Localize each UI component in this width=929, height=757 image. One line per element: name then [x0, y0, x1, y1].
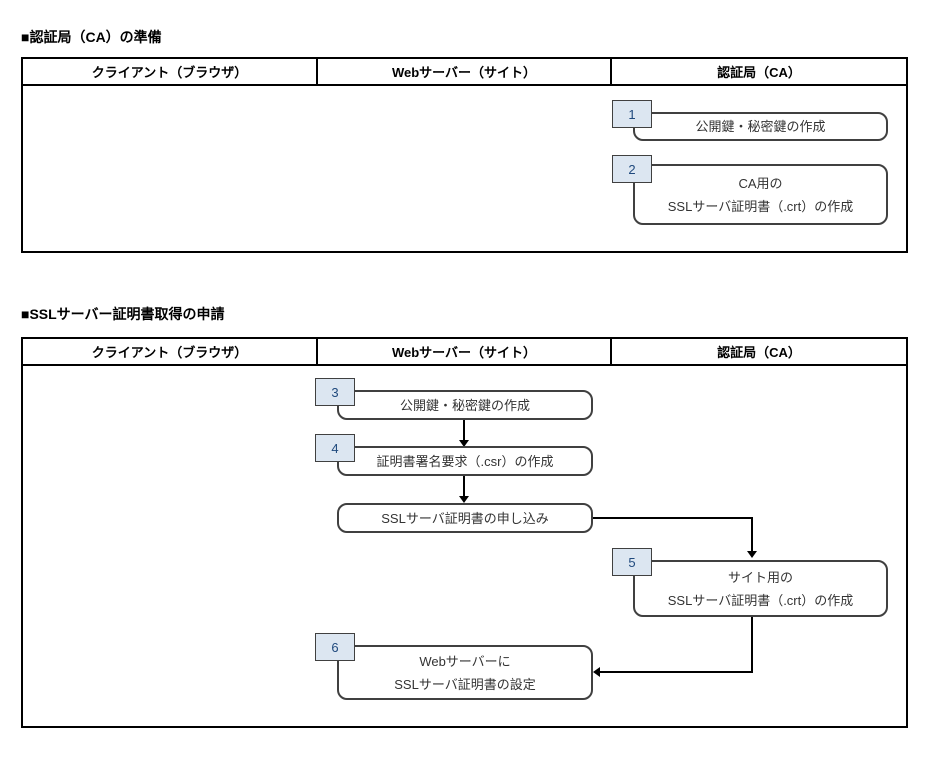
arrow-step5-to-step6-head	[593, 667, 600, 677]
step-5-label-line-2: SSLサーバ証明書（.crt）の作成	[667, 592, 854, 608]
step-3-badge: 3	[315, 378, 355, 406]
arrow-apply-to-step5-vline	[751, 517, 753, 552]
swimlane-table-1: クライアント（ブラウザ） Webサーバー（サイト） 認証局（CA）	[21, 57, 908, 253]
step-1-label: 公開鍵・秘密鍵の作成	[695, 119, 826, 134]
step-1-box: 公開鍵・秘密鍵の作成	[633, 112, 888, 141]
step-6-label-line-1: Webサーバーに	[419, 653, 511, 669]
column-header-client: クライアント（ブラウザ）	[91, 65, 248, 80]
apply-certificate-box: SSLサーバ証明書の申し込み	[337, 503, 593, 533]
step-6-badge: 6	[315, 633, 355, 661]
step-6-box: Webサーバーに SSLサーバ証明書の設定	[337, 645, 593, 700]
step-5-badge: 5	[612, 548, 652, 576]
column-header-webserver: Webサーバー（サイト）	[316, 59, 610, 84]
section-1-title: ■認証局（CA）の準備	[21, 29, 162, 45]
arrow-step5-to-step6-vline	[751, 617, 753, 673]
step-3-box: 公開鍵・秘密鍵の作成	[337, 390, 593, 420]
step-2-label-line-2: SSLサーバ証明書（.crt）の作成	[667, 198, 854, 214]
column-header-webserver: Webサーバー（サイト）	[316, 339, 610, 364]
step-4-badge: 4	[315, 434, 355, 462]
section-2-title: ■SSLサーバー証明書取得の申請	[21, 306, 225, 322]
step-4-box: 証明書署名要求（.csr）の作成	[337, 446, 593, 476]
swimlane-table-2-header: クライアント（ブラウザ） Webサーバー（サイト） 認証局（CA）	[23, 339, 906, 366]
arrow-apply-to-step5-hline	[593, 517, 753, 519]
arrow-apply-to-step5-head	[747, 551, 757, 558]
apply-certificate-label: SSLサーバ証明書の申し込み	[381, 510, 549, 526]
step-5-box: サイト用の SSLサーバ証明書（.crt）の作成	[633, 560, 888, 617]
step-3-label: 公開鍵・秘密鍵の作成	[399, 397, 530, 413]
step-2-badge: 2	[612, 155, 652, 183]
swimlane-table-1-header: クライアント（ブラウザ） Webサーバー（サイト） 認証局（CA）	[23, 59, 906, 86]
arrow-step3-to-step4-line	[463, 420, 465, 441]
arrow-step4-to-apply-line	[463, 476, 465, 497]
step-2-box: CA用の SSLサーバ証明書（.crt）の作成	[633, 164, 888, 225]
column-header-ca: 認証局（CA）	[610, 59, 906, 84]
step-1-badge: 1	[612, 100, 652, 128]
arrow-step4-to-apply-head	[459, 496, 469, 503]
arrow-step3-to-step4-head	[459, 440, 469, 447]
column-header-ca: 認証局（CA）	[610, 339, 906, 364]
step-2-label-line-1: CA用の	[738, 175, 783, 191]
step-4-label: 証明書署名要求（.csr）の作成	[376, 453, 554, 469]
column-header-client: クライアント（ブラウザ）	[91, 345, 248, 360]
step-6-label-line-2: SSLサーバ証明書の設定	[394, 676, 536, 692]
arrow-step5-to-step6-hline	[600, 671, 753, 673]
step-5-label-line-1: サイト用の	[727, 569, 793, 585]
